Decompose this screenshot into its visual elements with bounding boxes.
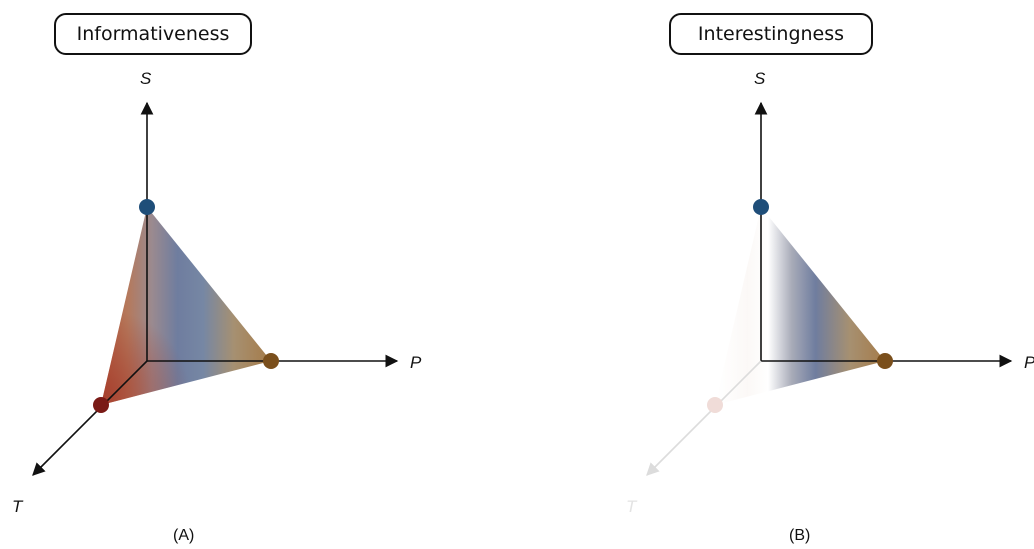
panel-informativeness: Informativeness bbox=[12, 13, 422, 544]
vertex-s bbox=[139, 199, 155, 215]
vertex-t bbox=[93, 397, 109, 413]
panel-caption: (A) bbox=[173, 527, 195, 544]
t-axis-label: T bbox=[12, 497, 24, 516]
panel-title: Interestingness bbox=[669, 13, 873, 55]
vertex-p bbox=[877, 353, 893, 369]
t-axis bbox=[32, 360, 148, 476]
t-axis bbox=[646, 360, 762, 476]
tetrahedron-face-glow bbox=[101, 207, 271, 405]
p-axis-label: P bbox=[410, 353, 422, 372]
tetrahedron-diagram: S P T bbox=[12, 69, 422, 516]
p-axis-label: P bbox=[1024, 353, 1034, 372]
t-axis-label: T bbox=[626, 497, 638, 516]
tetrahedron-diagram: S P T bbox=[626, 69, 1034, 516]
vertex-s bbox=[753, 199, 769, 215]
vertex-t bbox=[707, 397, 723, 413]
vertex-p bbox=[263, 353, 279, 369]
panel-caption: (B) bbox=[789, 527, 811, 544]
tetrahedron-face bbox=[715, 207, 885, 405]
s-axis-label: S bbox=[754, 69, 766, 88]
panel-title: Informativeness bbox=[54, 13, 252, 55]
panel-interestingness: Interestingness S bbox=[517, 0, 1034, 549]
s-axis-label: S bbox=[140, 69, 152, 88]
